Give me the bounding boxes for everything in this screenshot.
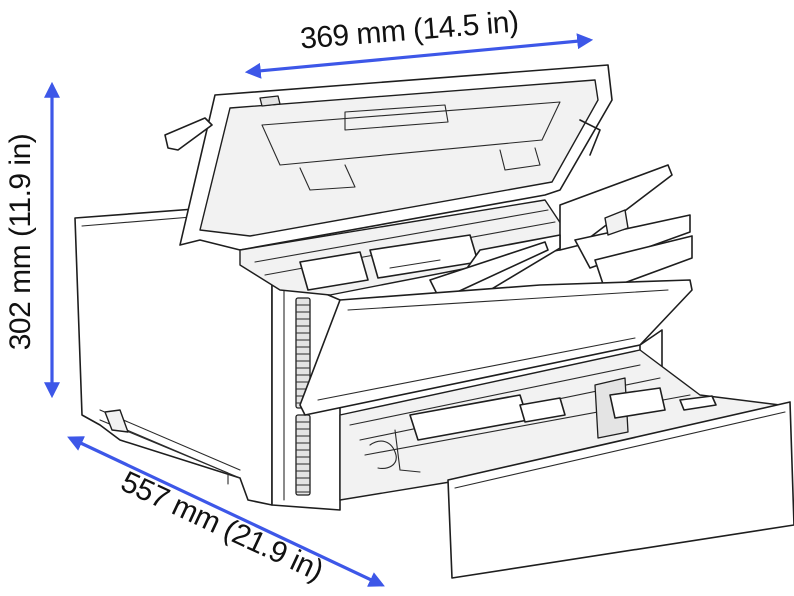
- height-dimension: 302 mm (11.9 in): [4, 81, 60, 399]
- depth-arrow: [67, 436, 385, 587]
- toner-area: [239, 199, 566, 333]
- scanner-lid-open: [164, 64, 613, 251]
- width-arrow: [244, 33, 594, 79]
- output-trays: [429, 164, 693, 307]
- front-door-open: [299, 279, 693, 416]
- width-label: 369 mm (14.5 in): [299, 5, 520, 55]
- paper-tray-extended: [339, 349, 794, 579]
- width-dimension: 369 mm (14.5 in): [244, 5, 594, 79]
- height-label: 302 mm (11.9 in): [4, 134, 37, 351]
